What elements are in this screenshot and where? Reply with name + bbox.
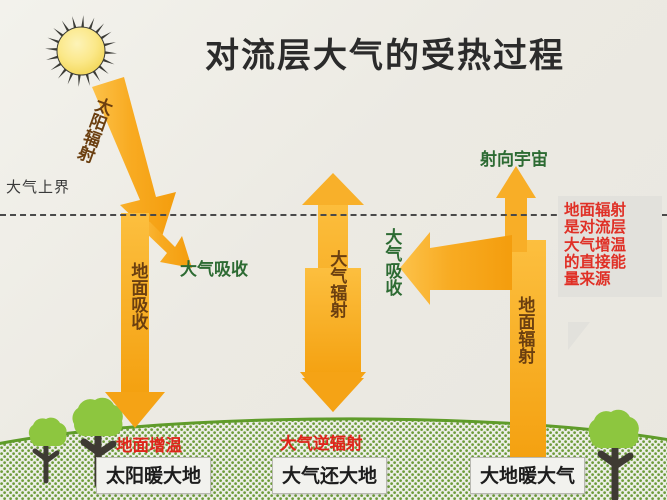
callout-line: 的直接能 xyxy=(564,253,627,272)
atmosphere-boundary-line xyxy=(0,214,667,216)
sun-icon xyxy=(45,15,117,87)
callout-tail xyxy=(568,322,590,350)
callout-line: 大气增温 xyxy=(564,235,627,254)
ground-warming-caption: 地面增温 xyxy=(116,436,182,455)
to-space-label: 射向宇宙 xyxy=(480,150,548,170)
atmospheric-counter-radiation-caption: 大气逆辐射 xyxy=(280,434,363,453)
callout-line: 是对流层 xyxy=(564,218,627,237)
atmosphere-returns-to-earth-box: 大气还大地 xyxy=(272,457,388,494)
solar-radiation-arrow xyxy=(92,77,176,243)
earth-warms-atmosphere-box: 大地暖大气 xyxy=(470,457,586,494)
callout-box: 地面辐射 是对流层 大气增温 的直接能 量来源 xyxy=(558,196,662,297)
ground-absorption-arrow xyxy=(105,213,165,428)
tree-icon xyxy=(588,409,639,500)
atmospheric-absorption-label-right: 大气吸收 xyxy=(381,228,402,296)
ground-radiation-arrow xyxy=(496,166,546,465)
atmospheric-absorption-label-left: 大气吸收 xyxy=(180,260,248,280)
atmospheric-absorption-arrow-right xyxy=(400,232,512,305)
ground-absorption-label: 地面吸收 xyxy=(127,262,148,330)
atmospheric-radiation-label: 大气辐射 xyxy=(326,250,347,318)
ground-radiation-label: 地面辐射 xyxy=(514,296,535,364)
callout-line: 量来源 xyxy=(564,270,611,289)
atmosphere-boundary-label: 大气上界 xyxy=(6,178,71,196)
atmospheric-radiation-arrow xyxy=(300,173,366,412)
sun-warms-earth-box: 太阳暖大地 xyxy=(96,457,212,494)
page-title: 对流层大气的受热过程 xyxy=(205,36,565,76)
tree-icon xyxy=(28,417,67,484)
callout-line: 地面辐射 xyxy=(564,201,627,219)
